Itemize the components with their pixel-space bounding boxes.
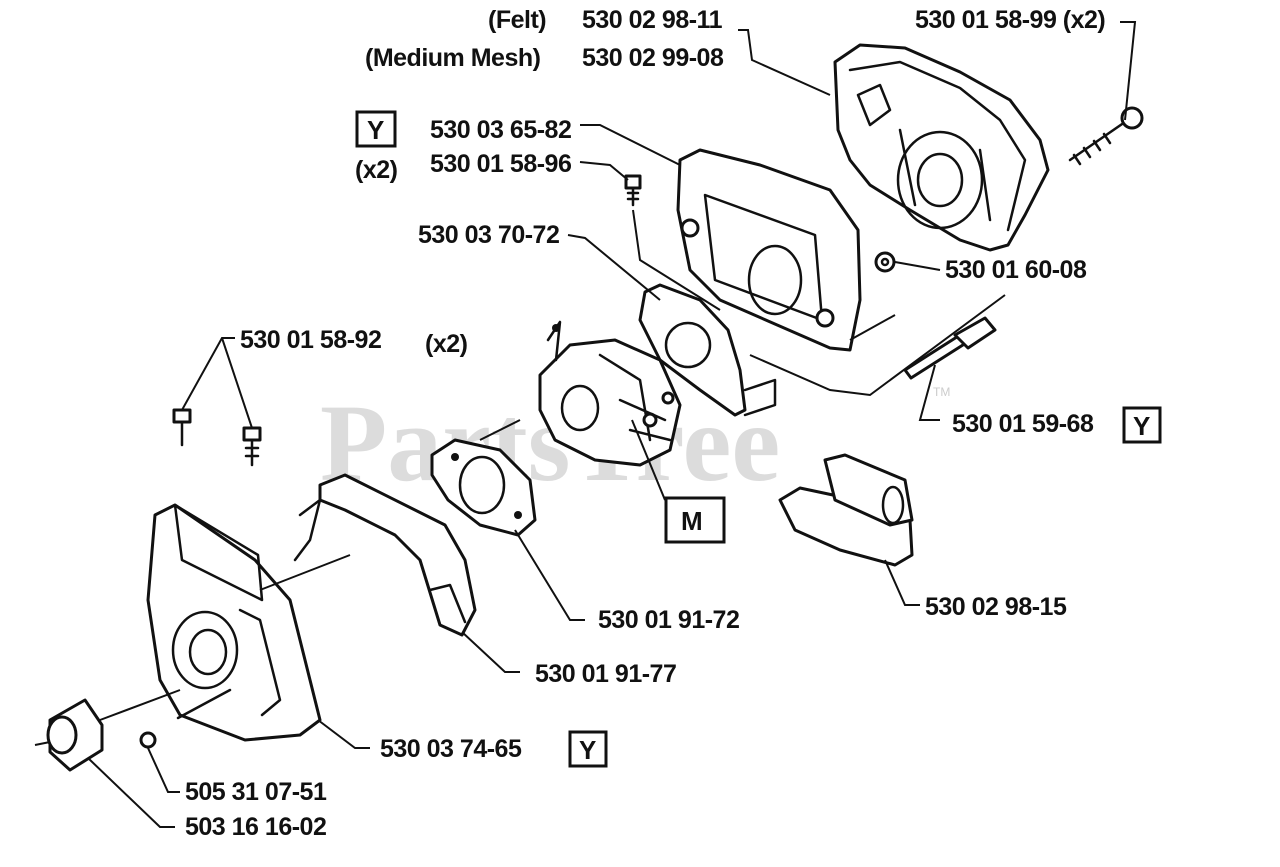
label-503-16-16-02: 503 16 16-02: [185, 813, 326, 841]
badge-m-center: M: [664, 496, 726, 544]
label-530-03-74-65: 530 03 74-65: [380, 735, 522, 763]
carburetor: [538, 320, 682, 467]
housing-screws: [172, 408, 262, 467]
nut: [874, 251, 896, 273]
label-530-01-91-72: 530 01 91-72: [598, 606, 739, 634]
air-filter-element: [676, 148, 862, 352]
air-box-housing: [146, 503, 322, 742]
insulator-plate: [430, 438, 537, 537]
mounting-pin: [903, 316, 997, 380]
watermark-trademark: TM: [933, 385, 950, 399]
label-530-02-99-08: 530 02 99-08: [582, 44, 724, 72]
part-labels: (Felt) (Medium Mesh) 530 02 98-11 530 02…: [185, 6, 1106, 841]
carburetor-bracket: [293, 473, 477, 637]
badge-y-bottom-text: Y: [579, 735, 596, 765]
cover-screw: [1068, 106, 1144, 166]
label-530-02-98-15: 530 02 98-15: [925, 593, 1067, 621]
leader-lines: [87, 21, 1137, 828]
air-filter-cover: [833, 43, 1050, 252]
label-530-01-91-77: 530 01 91-77: [535, 660, 676, 688]
label-505-31-07-51: 505 31 07-51: [185, 778, 327, 806]
label-felt-note: (Felt): [488, 6, 546, 34]
label-530-01-58-99: 530 01 58-99 (x2): [915, 6, 1105, 34]
label-530-01-58-96: 530 01 58-96: [430, 150, 571, 178]
grommet: [46, 698, 104, 772]
label-530-01-59-68: 530 01 59-68: [952, 410, 1094, 438]
label-x2-left: (x2): [355, 156, 398, 184]
label-530-02-98-11: 530 02 98-11: [582, 6, 723, 34]
badge-y-top-text: Y: [367, 115, 384, 145]
label-530-01-60-08: 530 01 60-08: [945, 256, 1087, 284]
badge-y-right-text: Y: [1133, 411, 1150, 441]
label-medium-mesh-note: (Medium Mesh): [365, 44, 541, 72]
badge-y-bottom: Y: [568, 730, 608, 768]
label-530-03-70-72: 530 03 70-72: [418, 221, 559, 249]
assembly-alignment-lines: [34, 209, 1006, 746]
badge-y-top: Y: [355, 110, 397, 148]
carburetor-gasket: [638, 283, 777, 417]
filter-screw: [624, 174, 642, 207]
label-530-01-58-92: 530 01 58-92: [240, 326, 381, 354]
small-pin: [139, 731, 157, 749]
choke-part: [778, 453, 914, 567]
label-x2-screws: (x2): [425, 330, 468, 358]
label-530-03-65-82: 530 03 65-82: [430, 116, 571, 144]
badge-y-right: Y: [1122, 406, 1162, 444]
badge-m-center-text: M: [681, 506, 703, 536]
